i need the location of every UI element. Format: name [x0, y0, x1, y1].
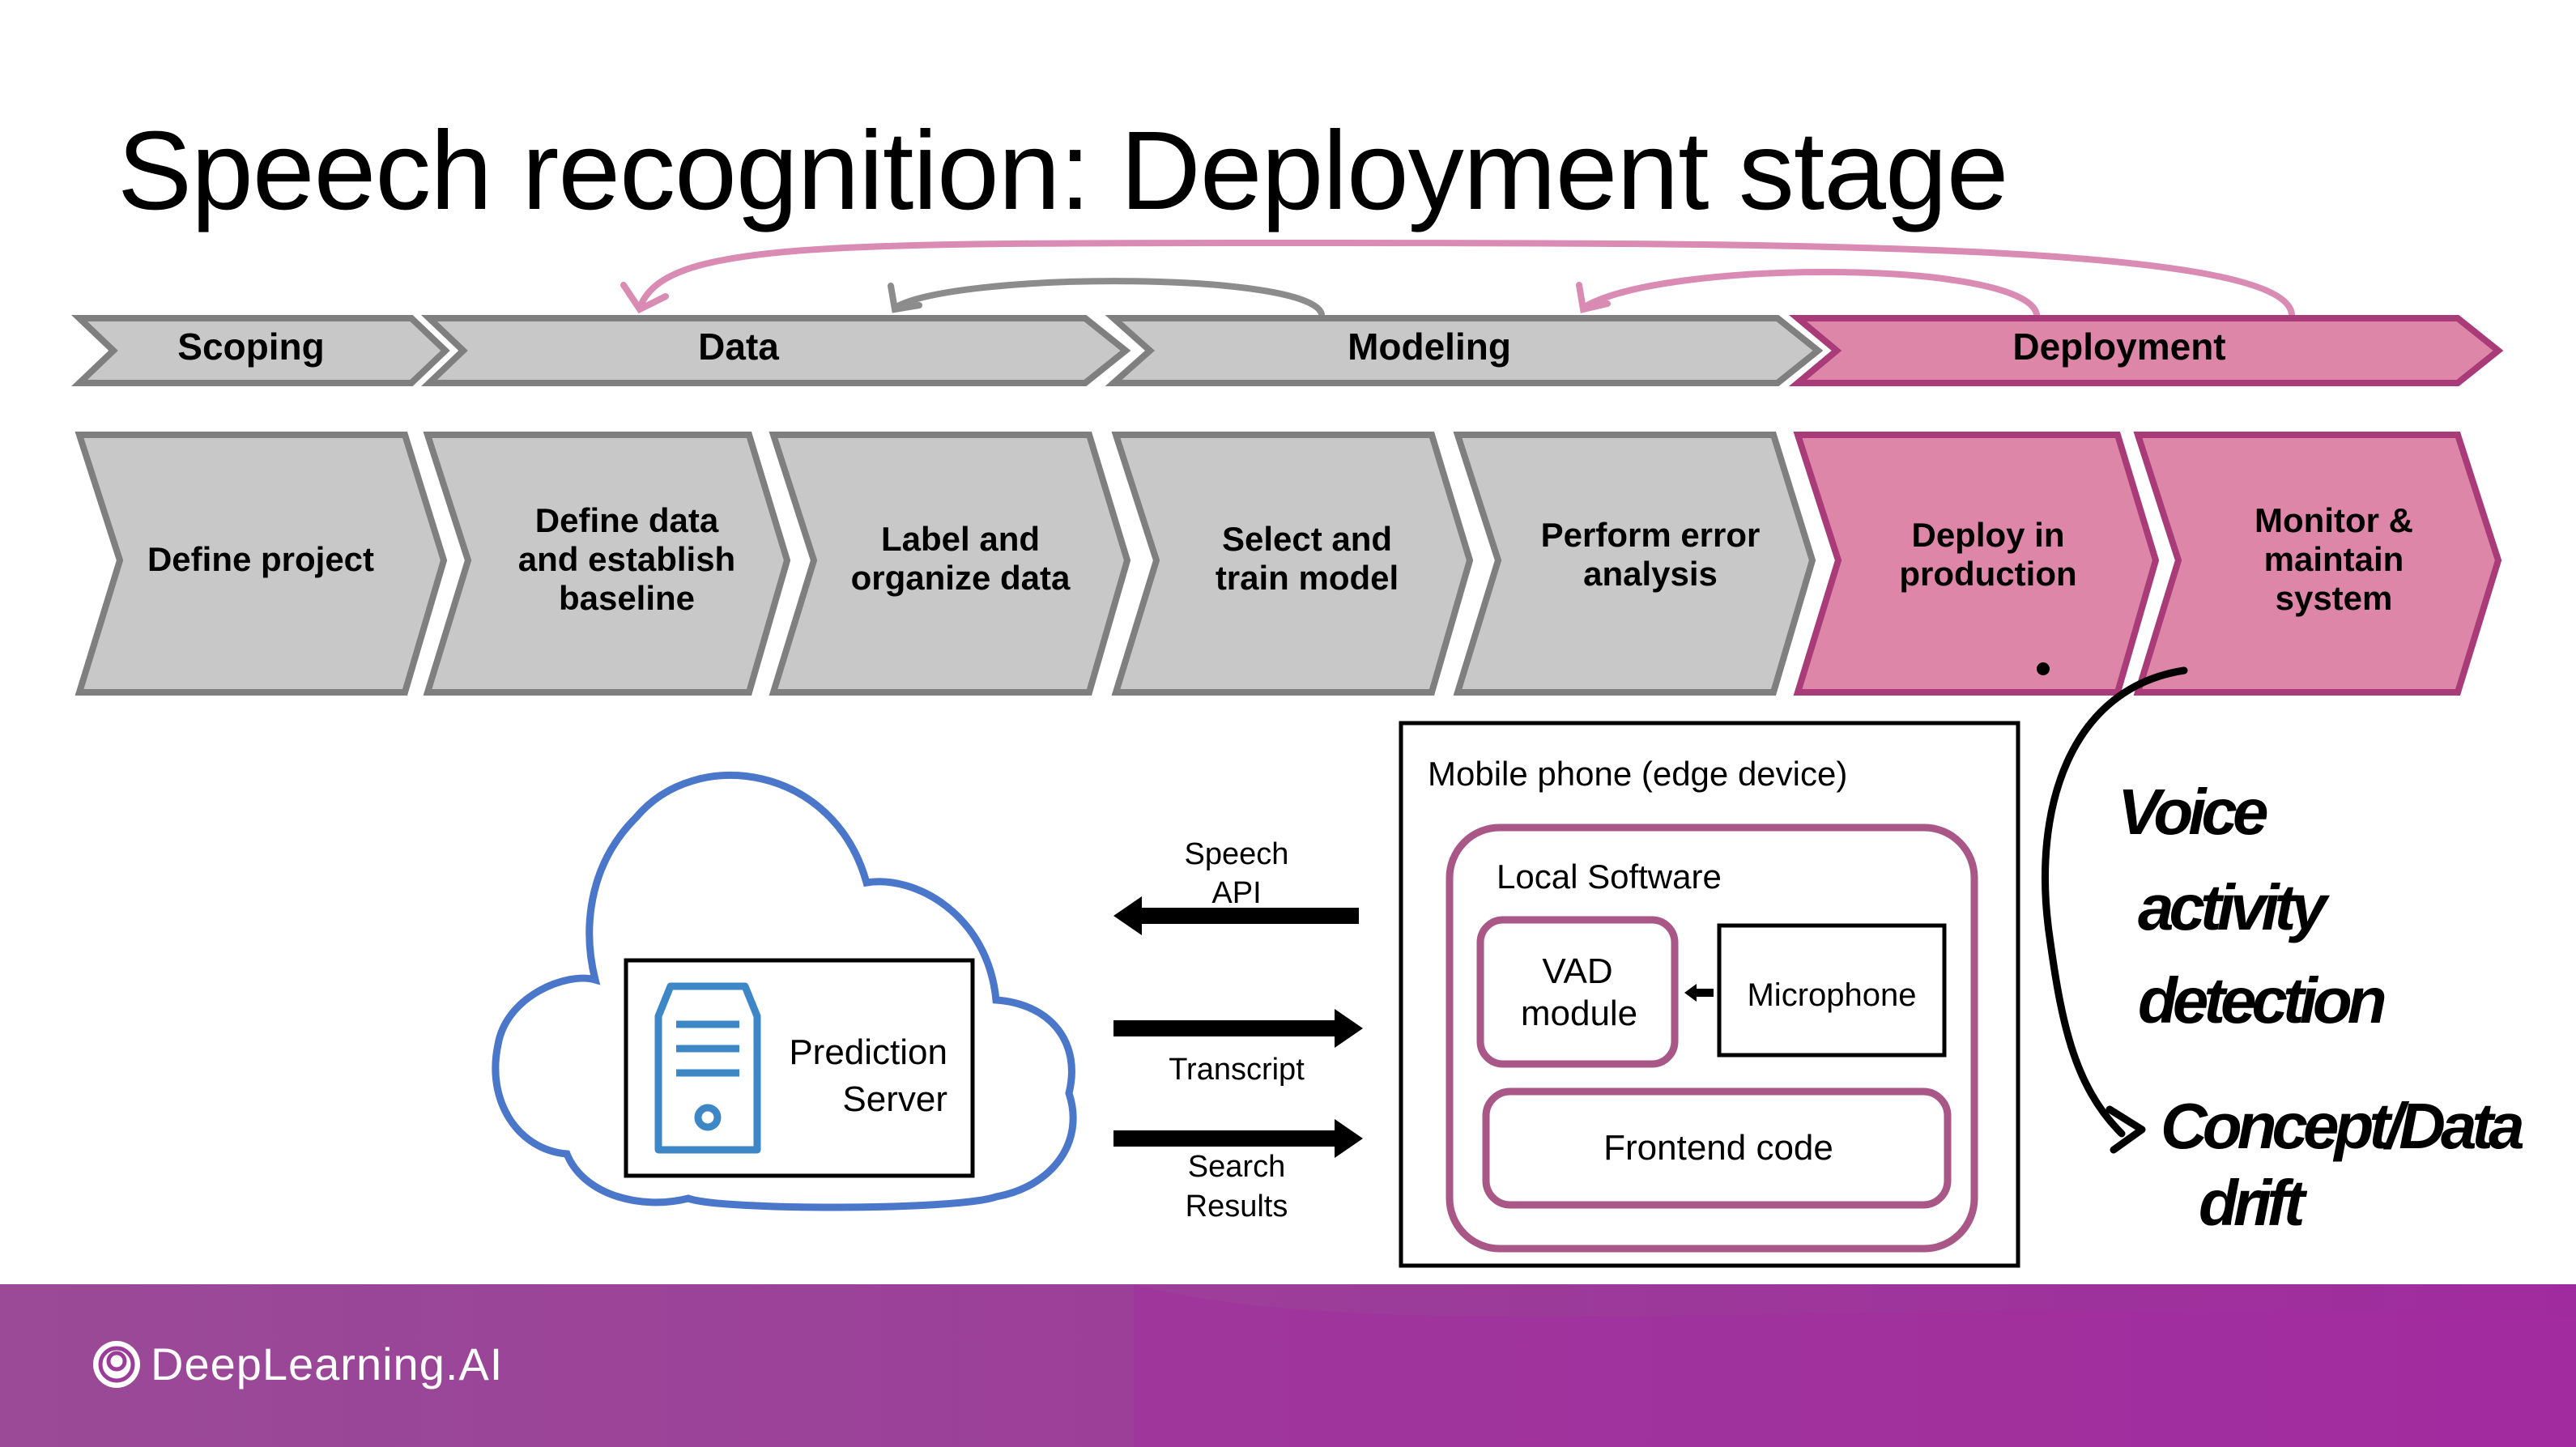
local-software-label: Local Software	[1497, 858, 1722, 896]
brand: DeepLearning.AI	[91, 1338, 503, 1390]
stage-scoping	[71, 315, 450, 386]
server-icon	[654, 982, 761, 1154]
step-text-deploy-2: production	[1899, 555, 2076, 593]
step-text-monitor-2: maintain	[2264, 540, 2404, 578]
step-labels: Define project Define data and establish…	[147, 501, 2413, 617]
step-text-label-2: organize data	[851, 559, 1071, 597]
step-text-monitor-1: Monitor &	[2255, 501, 2413, 539]
data-flow: Speech API Transcript Search Results	[1113, 837, 1363, 1224]
feedback-arrow-head-modeling-data	[888, 283, 922, 313]
deeplearning-logo-icon	[93, 1340, 140, 1388]
feedback-arrow-deploy-to-modeling	[1580, 269, 2040, 317]
step-error-analysis	[1453, 432, 1816, 696]
feedback-arrows	[620, 240, 2295, 317]
stage-label-modeling: Modeling	[1348, 326, 1511, 368]
frontend-code-label: Frontend code	[1603, 1128, 1833, 1168]
feedback-arrow-deployment-to-data	[637, 240, 2295, 317]
step-text-define-data-1: Define data	[535, 501, 719, 539]
feedback-arrow-head-data	[620, 282, 669, 314]
step-text-monitor-3: system	[2276, 579, 2393, 617]
step-monitor-maintain	[2133, 432, 2502, 696]
mic-to-vad-arrow-head	[1684, 984, 1697, 1002]
slide-title: Speech recognition: Deployment stage	[117, 109, 2008, 233]
speech-api-arrow-head	[1113, 896, 1142, 935]
feedback-arrow-modeling-to-data	[892, 278, 1325, 317]
stage-data	[421, 315, 1131, 386]
step-text-error-1: Perform error	[1541, 516, 1761, 554]
step-define-project	[75, 432, 448, 696]
handwriting-concept-data: Concept/Data	[2161, 1090, 2523, 1162]
step-text-select-1: Select and	[1222, 520, 1392, 558]
vad-label-1: VAD	[1542, 951, 1612, 991]
brand-name: DeepLearning.AI	[151, 1338, 504, 1390]
vad-module-box	[1476, 916, 1679, 1068]
speech-api-label-1: Speech	[1185, 837, 1289, 871]
step-text-define-data-3: baseline	[559, 579, 695, 617]
mobile-phone-group: Mobile phone (edge device) Local Softwar…	[1399, 721, 2020, 1268]
handwriting-detection: detection	[2138, 964, 2385, 1036]
step-define-data	[423, 432, 791, 696]
step-text-error-2: analysis	[1583, 555, 1718, 593]
footer-wave	[1134, 1284, 2576, 1447]
prediction-server-box	[624, 958, 975, 1178]
stage-label-data: Data	[698, 326, 779, 368]
transcript-arrow-shaft	[1113, 1020, 1339, 1036]
server-label-2: Server	[842, 1079, 947, 1119]
handwriting-voice: Voice	[2118, 776, 2267, 848]
handwritten-arrow-head	[2106, 1105, 2146, 1154]
speech-api-arrow-shaft	[1134, 908, 1359, 924]
mic-to-vad-arrow-shaft	[1694, 989, 1714, 997]
annotation-dot	[2037, 662, 2050, 675]
handwriting-activity: activity	[2138, 871, 2330, 943]
mobile-phone-title: Mobile phone (edge device)	[1428, 755, 1847, 793]
handwritten-arrow	[2042, 666, 2188, 1138]
step-select-train	[1111, 432, 1474, 696]
step-text-select-2: train model	[1216, 559, 1399, 597]
handwriting-drift: drift	[2199, 1167, 2308, 1239]
transcript-arrow-head	[1335, 1009, 1363, 1048]
stage-label-deployment: Deployment	[2012, 326, 2225, 368]
stage-modeling	[1105, 315, 1824, 386]
speech-api-label-2: API	[1211, 876, 1261, 910]
server-label-1: Prediction	[789, 1032, 947, 1072]
step-text-label-1: Label and	[881, 520, 1040, 558]
cloud-group: Prediction Server	[492, 771, 1077, 1211]
search-label-2: Results	[1186, 1190, 1288, 1224]
microphone-label: Microphone	[1747, 977, 1916, 1013]
search-arrow-shaft	[1113, 1130, 1339, 1147]
step-row	[75, 432, 2502, 696]
step-text-define-project: Define project	[147, 540, 374, 578]
stage-deployment	[1788, 315, 2504, 386]
microphone-box	[1717, 923, 1947, 1058]
stage-row: Scoping Data Modeling Deployment	[71, 315, 2504, 386]
vad-label-2: module	[1521, 994, 1637, 1033]
search-label-1: Search	[1188, 1150, 1285, 1184]
feedback-arrow-head-modeling	[1576, 282, 1611, 313]
transcript-label: Transcript	[1169, 1053, 1305, 1087]
footer-bar	[0, 1284, 2576, 1447]
step-deploy-production	[1793, 432, 2160, 696]
frontend-code-box	[1482, 1087, 1952, 1209]
handwritten-notes: Voice activity detection Concept/Data dr…	[2042, 666, 2528, 1239]
step-text-define-data-2: and establish	[518, 540, 735, 578]
step-text-deploy-1: Deploy in	[1911, 516, 2064, 554]
step-label-organize	[769, 432, 1131, 696]
stage-label-scoping: Scoping	[177, 326, 324, 368]
search-arrow-head	[1335, 1119, 1363, 1158]
